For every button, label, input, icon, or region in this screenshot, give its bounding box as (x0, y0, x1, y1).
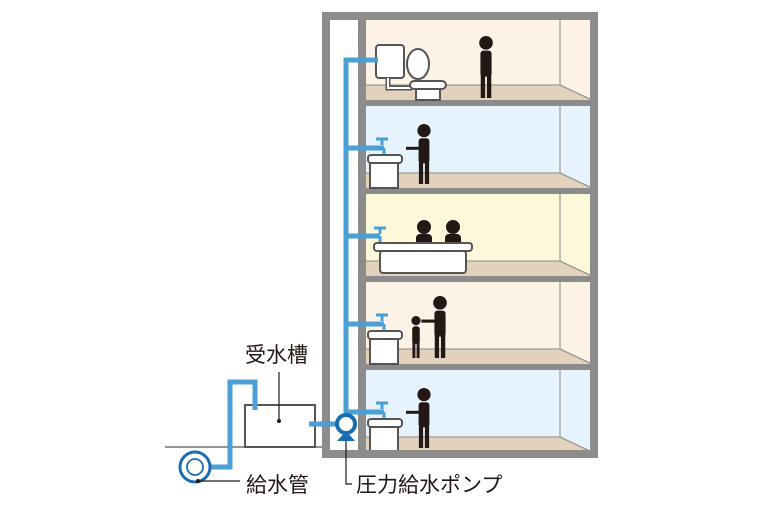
person-figure (421, 296, 447, 358)
person-figure (406, 124, 431, 184)
floor-2 (362, 282, 594, 370)
pressure-pump-icon (335, 413, 357, 441)
main-pipe-icon (178, 450, 212, 484)
sink-icon (367, 154, 403, 189)
person-figure (411, 316, 421, 358)
floor-5 (362, 18, 594, 106)
floor-3 (362, 194, 594, 282)
person-figure (406, 388, 431, 448)
supply-pipe (192, 379, 258, 470)
person-figure (479, 36, 493, 98)
receiving-tank-label: 受水槽 (245, 343, 308, 367)
sink-icon (367, 330, 403, 365)
supply-pipe-label: 給水管 (246, 473, 309, 497)
pump-leader-line (345, 441, 352, 485)
sink-icon (367, 418, 403, 453)
receiving-tank (244, 404, 316, 448)
booster-pump-label: 圧力給水ポンプ (356, 473, 502, 497)
toilet-icon (375, 44, 447, 101)
floor-1 (362, 370, 594, 458)
bathtub-icon (373, 242, 473, 274)
floor-4 (362, 106, 594, 194)
building-frame (322, 12, 598, 458)
